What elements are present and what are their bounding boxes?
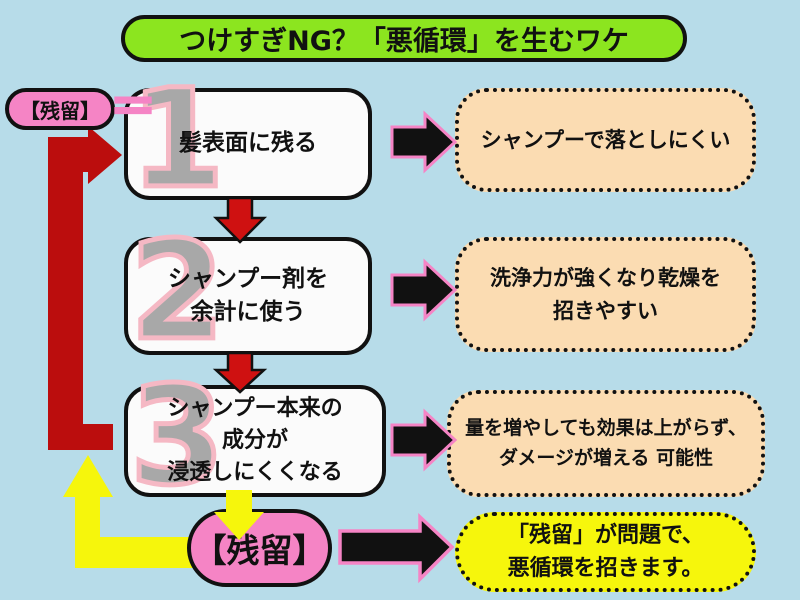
conclusion-text-line-2: 悪循環を招きます。 [507,556,704,581]
step-2-text-line-2: 余計に使う [190,299,306,325]
residue-to-conclusion-black-arrow [338,512,455,584]
result-box-1: シャンプーで落としにくい [455,88,756,192]
result-1-text: シャンプーで落としにくい [480,127,731,152]
result-3-text-line-2: ダメージが増える 可能性 [498,446,714,469]
step-1-text: 髪表面に残る [179,130,317,157]
conclusion-box: 「残留」が問題で、 悪循環を招きます。 [455,512,756,592]
conclusion-text-line-1: 「残留」が問題で、 [506,523,705,548]
residue-label-top: 【残留】 [5,88,115,130]
result-2-text-line-1: 洗浄力が強くなり乾燥を [490,265,721,290]
result-box-2: 洗浄力が強くなり乾燥を 招きやすい [455,237,756,352]
residue-label-top-text: 【残留】 [20,98,100,123]
step2-result-black-arrow [390,258,458,322]
result-3-text-line-1: 量を増やしても効果は上がらず、 [465,417,747,440]
step-2-number: 2 [128,212,228,371]
loop-back-red-arrow [48,126,122,450]
result-box-3: 量を増やしても効果は上がらず、 ダメージが増える 可能性 [447,390,765,497]
step-box-2: 2 シャンプー剤を 余計に使う [124,221,372,362]
step-box-3: 3 シャンプー本来の 成分が 浸透しにくくなる [124,366,386,507]
step-3-text-line-1: シャンプー本来の [167,396,343,422]
step-box-1: 1 髪表面に残る [124,69,372,210]
result-2-text-line-2: 招きやすい [553,298,658,323]
step3-result-black-arrow [390,408,458,472]
step-2-text-line-1: シャンプー剤を [167,265,329,292]
step-1-number: 1 [128,60,228,219]
step1-result-black-arrow [390,110,458,174]
title-banner: つけすぎNG？「悪循環」を生むワケ [121,15,687,62]
equals-sign: ＝ [109,80,158,134]
residue-label-bottom: 【残留】 [187,509,332,587]
title-text: つけすぎNG？「悪循環」を生むワケ [179,26,629,57]
step-3-text-line-3: 浸透しにくくなる [167,459,343,485]
step-3-text-line-2: 成分が [221,428,288,454]
residue-label-bottom-text: 【残留】 [193,531,326,570]
